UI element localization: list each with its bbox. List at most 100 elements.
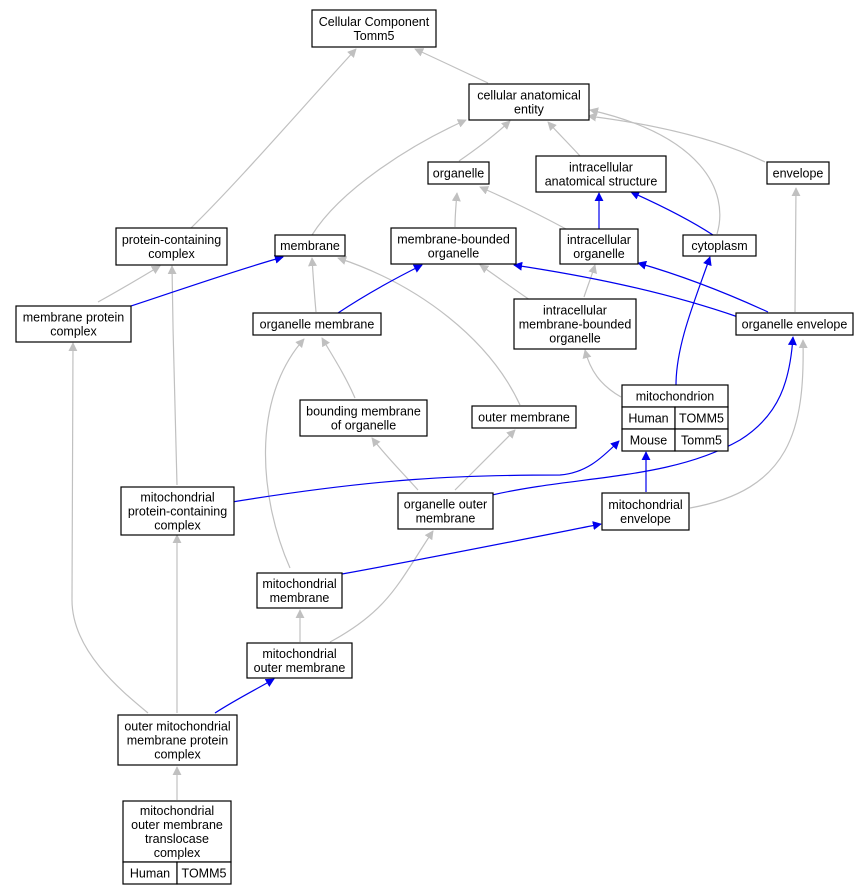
edge-mpcc-to-mito [231,440,620,503]
gene-label: TOMM5 [679,412,724,426]
node-label: membrane [416,512,476,526]
edge-oe-to-mbo [513,261,739,318]
node-label: mitochondrion [636,390,715,404]
node-label: protein-containing [122,233,221,247]
edge-io-to-organelle [479,186,567,230]
edge-mito-to-cytoplasm [675,256,712,386]
edge-mito-to-imbo [582,349,622,398]
node-box [390,227,517,265]
node-box [120,486,235,536]
node-label: organelle outer [404,498,487,512]
species-label: Human [628,412,668,426]
annotation-row-human[interactable]: Human TOMM5 [621,406,729,430]
species-label: Human [130,867,170,881]
node-label: Tomm5 [354,29,395,43]
edge-mbo-to-organelle [451,192,461,228]
node-box [115,227,228,266]
node-box [735,312,854,336]
node-box [427,161,490,185]
edge-mmem-to-om [264,338,305,569]
node-box [256,572,343,609]
node-box [766,161,830,185]
edge-membrane-to-cae [311,119,467,236]
node-label: outer membrane [478,411,570,425]
edge-pcc-to-cc-tomm5 [189,48,357,230]
node-label: membrane [280,239,340,253]
node-label: protein-containing [128,505,227,519]
node-label: organelle [428,247,479,261]
node-label: Cellular Component [319,15,430,29]
annotation-row-human[interactable]: Human TOMM5 [122,861,232,885]
node-box [471,405,577,429]
edge-oom-to-outer-membrane [454,429,516,491]
edge-bmo-to-om [321,337,356,399]
node-box [246,642,353,679]
gene-label: TOMM5 [182,867,227,881]
node-box [535,155,667,193]
node-label: mitochondrial [262,647,336,661]
node-label: membrane protein [127,734,228,748]
node-cytoplasm[interactable]: cytoplasm [682,234,757,257]
edge-oom-to-bmo [371,437,419,491]
edges [68,48,808,801]
gene-label: Tomm5 [681,434,722,448]
node-label: cellular anatomical [477,89,581,103]
edge-outer-membrane-to-membrane [337,256,521,406]
edge-imbo-to-io [583,264,597,298]
node-label: complex [148,247,195,261]
node-label: cytoplasm [691,239,747,253]
node-outer-membrane[interactable]: outer membrane [471,405,577,429]
node-membrane[interactable]: membrane [274,234,346,257]
node-label: intracellular [567,233,631,247]
edge-menv-to-oe [689,339,808,509]
node-envelope[interactable]: envelope [766,161,830,185]
node-label: organelle membrane [260,318,375,332]
node-label: mitochondrial [262,577,336,591]
node-organelle[interactable]: organelle [427,161,490,185]
node-label: translocase [145,832,209,846]
edge-ompc-to-mom [214,678,275,714]
node-box [468,83,590,121]
node-label: membrane [270,591,330,605]
node-label: intracellular [543,304,607,318]
edge-cytoplasm-to-cae [589,107,721,235]
node-om[interactable]: organelle membrane [252,312,382,336]
edge-cytoplasm-to-ias [630,191,714,236]
edge-mpc-to-pcc [97,265,161,303]
node-label: complex [154,519,201,533]
edge-imbo-to-mbo [479,264,531,301]
edge-ompc-to-mpc [68,342,149,714]
edge-cae-to-cc-tomm5 [414,48,489,84]
node-box [601,492,690,531]
node-label: organelle [433,167,484,181]
edge-om-to-mbo [337,264,423,314]
node-label: outer mitochondrial [124,720,230,734]
node-box [122,800,232,863]
node-oe[interactable]: organelle envelope [735,312,854,336]
node-box [274,234,346,257]
node-label: complex [154,846,201,860]
species-label: Mouse [630,434,668,448]
edge-om-to-membrane [308,257,317,313]
node-label: membrane-bounded [519,318,632,332]
node-label: envelope [773,167,824,181]
annotation-row-mouse[interactable]: Mouse Tomm5 [621,428,729,452]
